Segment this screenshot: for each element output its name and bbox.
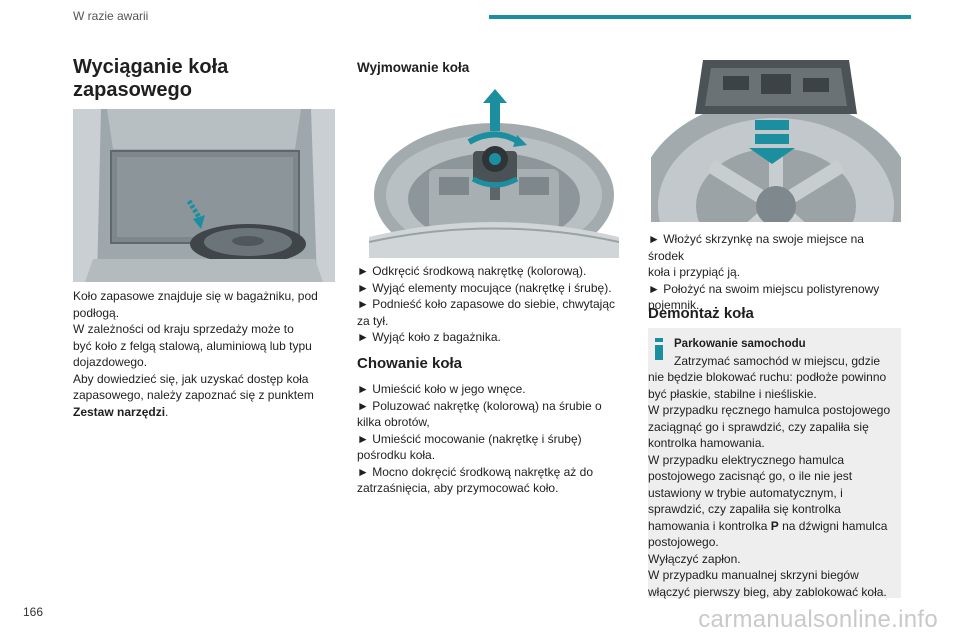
removal-step: za tył. (357, 313, 389, 328)
storing-step: ► Umieścić mocowanie (nakrętkę i śrubę) (357, 431, 582, 446)
removal-step: ► Wyjąć elementy mocujące (nakrętkę i śr… (357, 280, 612, 295)
storage-step: pojemnik. (648, 298, 700, 312)
title-line-1: Wyciąganie koła (73, 56, 229, 78)
storing-step: ► Umieścić koło w jego wnęce. (357, 382, 526, 396)
intro-line: Aby dowiedzieć się, jak uzyskać dostęp k… (73, 371, 309, 386)
removal-step: ► Odkręcić środkową nakrętkę (kolorową). (357, 264, 587, 278)
storing-heading: Chowanie koła (357, 355, 463, 372)
intro-text: Koło zapasowe znajduje się w bagażniku, … (73, 288, 335, 420)
page-title: Wyciąganie koła zapasowego (73, 56, 335, 102)
link-suffix: . (165, 404, 169, 419)
info-line: W przypadku elektrycznego hamulca (648, 452, 845, 467)
storage-step: ► Położyć na swoim miejscu polistyrenowy (648, 281, 880, 296)
title-line-2: zapasowego (73, 79, 192, 101)
info-line: ustawiony w trybie automatycznym, i (648, 485, 843, 500)
removal-step: ► Wyjąć koło z bagażnika. (357, 330, 501, 344)
page-number: 166 (23, 605, 44, 619)
info-line: postojowego. (648, 535, 719, 549)
intro-line: W zależności od kraju sprzedaży może to (73, 322, 294, 336)
info-line: kontrolka hamowania. (648, 436, 765, 450)
removal-heading: Wyjmowanie koła (357, 60, 470, 75)
storage-step: ► Włożyć skrzynkę na swoje miejsce na śr… (648, 232, 864, 263)
storage-steps: ► Włożyć skrzynkę na swoje miejsce na śr… (648, 231, 901, 314)
parking-info-box: Parkowanie samochodu Zatrzymać samochód … (648, 328, 901, 599)
info-line: nie będzie blokować ruchu: podłoże powin… (648, 370, 887, 384)
storing-step: kilka obrotów, (357, 415, 430, 429)
storing-step: pośrodku koła. (357, 448, 436, 462)
column-left: Wyciąganie koła zapasowego (73, 56, 335, 102)
storing-step: ► Mocno dokręcić środkową nakrętkę aż do (357, 464, 593, 479)
info-line-brake-p: hamowania i kontrolka P na dźwigni hamul… (648, 518, 901, 535)
info-line: zaciągnąć go i sprawdzić, czy zapaliła s… (648, 419, 869, 434)
intro-line: Koło zapasowe znajduje się w bagażniku, … (73, 289, 318, 303)
spare-wheel-storage-illustration (651, 56, 901, 222)
trunk-illustration (73, 109, 335, 282)
watermark: carmanualsonline.info (698, 606, 938, 633)
parking-indicator-p: P (770, 518, 779, 533)
section-title: W razie awarii (73, 9, 149, 23)
dismount-heading: Demontaż koła (648, 305, 754, 322)
intro-line: dojazdowego. (73, 355, 148, 369)
spare-wheel-removal-illustration (369, 87, 619, 258)
storing-step: ► Poluzować nakrętkę (kolorową) na śrubi… (357, 398, 602, 413)
info-line: postojowego zacisnąć go, o ile nie jest (648, 469, 853, 483)
intro-line: podłogą. (73, 305, 120, 320)
storing-step: zatrzaśnięcia, aby przymocować koło. (357, 481, 559, 495)
info-title: Parkowanie samochodu (674, 338, 806, 350)
info-line: Zatrzymać samochód w miejscu, gdzie (674, 353, 881, 368)
info-line: sprawdzić, czy zapaliła się kontrolka (648, 502, 841, 516)
info-line: być płaskie, stabilne i nieśliskie. (648, 386, 817, 401)
header-accent-bar (489, 15, 911, 19)
intro-line-last: Zestaw narzędzi. (73, 404, 335, 421)
info-line: włączyć pierwszy bieg, aby zablokować ko… (648, 584, 887, 599)
storing-steps: ► Umieścić koło w jego wnęce. ► Poluzowa… (357, 381, 619, 497)
intro-line: zapasowego, należy zapoznać się z punkte… (73, 388, 314, 402)
intro-line: być koło z felgą stalową, aluminiową lub… (73, 338, 312, 353)
info-icon (655, 338, 663, 360)
info-line: Wyłączyć zapłon. (648, 551, 741, 566)
info-line: W przypadku manualnej skrzyni biegów (648, 568, 859, 582)
storage-step: koła i przypiąć ją. (648, 265, 741, 279)
removal-steps: ► Odkręcić środkową nakrętkę (kolorową).… (357, 263, 619, 346)
info-text: hamowania i kontrolka (648, 518, 771, 533)
column-middle: Wyjmowanie koła (357, 56, 619, 75)
tool-kit-link[interactable]: Zestaw narzędzi (73, 404, 166, 419)
info-text: na dźwigni hamulca (778, 518, 888, 533)
info-line: W przypadku ręcznego hamulca postojowego (648, 403, 891, 417)
removal-step: ► Podnieść koło zapasowe do siebie, chwy… (357, 297, 616, 311)
